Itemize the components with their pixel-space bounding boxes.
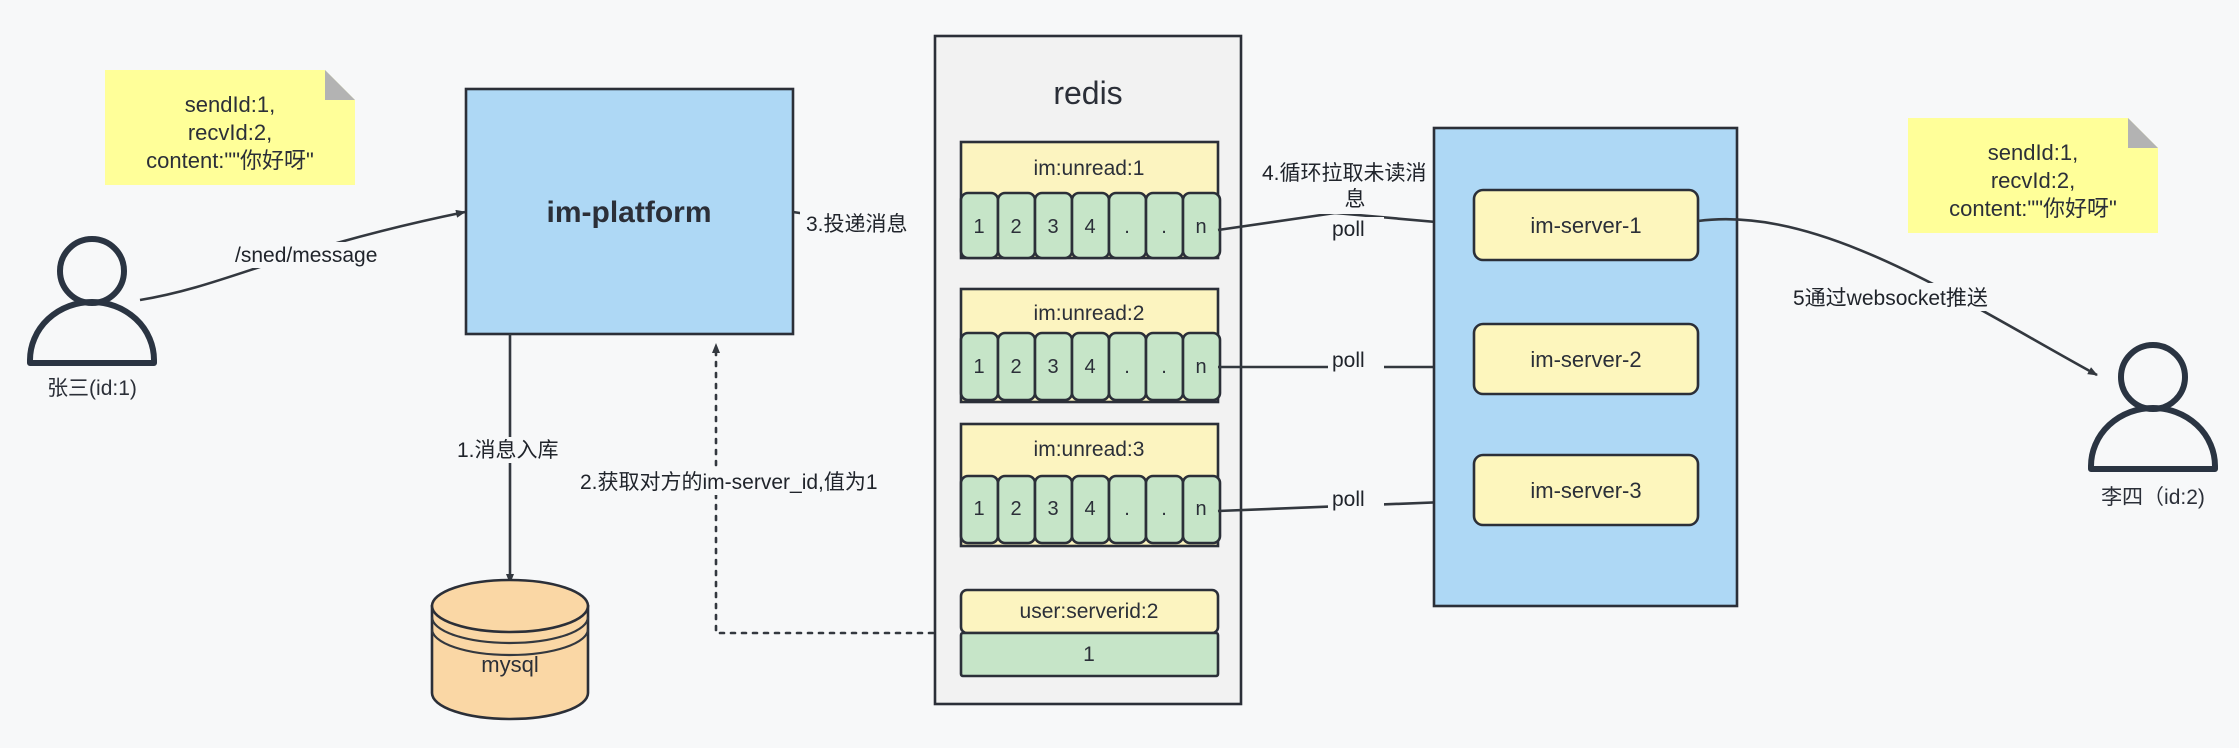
redis-cell-0-5: .	[1161, 216, 1167, 238]
redis-cell-0-3: 4	[1084, 216, 1095, 238]
redis-entry-value: 1	[1083, 643, 1095, 666]
edge-serverid-to-platform	[712, 342, 957, 635]
redis-key-block-0[interactable]: im:unread:1 1 2 3 4 . . n	[959, 140, 1222, 260]
redis-cell-2-1: 2	[1010, 498, 1021, 520]
redis-cell-1-3: 4	[1084, 356, 1095, 378]
redis-entry-user-serverid[interactable]: user:serverid:2 1	[959, 588, 1220, 678]
note-right-line-3: content:""你好呀"	[1949, 196, 2117, 221]
redis-cell-1-5: .	[1161, 356, 1167, 378]
redis-cell-0-0: 1	[973, 216, 984, 238]
redis-cell-0-1: 2	[1010, 216, 1021, 238]
redis-panel-title: redis	[1053, 75, 1122, 111]
redis-cell-1-6: n	[1195, 356, 1206, 378]
redis-cell-2-2: 3	[1047, 498, 1058, 520]
redis-cells-2: 1 2 3 4 . . n	[959, 474, 1222, 545]
edge-label-bg-step3	[800, 210, 940, 236]
im-server-3-label: im-server-3	[1530, 478, 1641, 503]
note-right-line-1: sendId:1,	[1988, 140, 2079, 165]
actor-receiver-label: 李四（id:2)	[2101, 486, 2205, 509]
redis-key-label-0: im:unread:1	[1034, 157, 1145, 180]
node-im-server-1[interactable]: im-server-1	[1472, 188, 1700, 262]
redis-cell-0-2: 3	[1047, 216, 1058, 238]
edge-label-poll-2: poll	[1332, 349, 1365, 372]
note-left-line-2: recvId:2,	[188, 120, 272, 145]
edge-label-bg-step4	[1255, 158, 1465, 214]
redis-cell-2-4: .	[1124, 498, 1130, 520]
redis-cell-1-2: 3	[1047, 356, 1058, 378]
im-server-2-label: im-server-2	[1530, 347, 1641, 372]
edge-label-bg-step2	[575, 467, 867, 495]
edge-label-send-message: /sned/message	[235, 244, 377, 267]
redis-cells-1: 1 2 3 4 . . n	[959, 331, 1222, 402]
redis-cell-1-0: 1	[973, 356, 984, 378]
edge-label-step4-line2: 息	[1345, 188, 1366, 211]
redis-key-label-2: im:unread:3	[1034, 438, 1145, 461]
redis-cell-0-6: n	[1195, 216, 1206, 238]
redis-cell-0-4: .	[1124, 216, 1130, 238]
redis-key-block-2[interactable]: im:unread:3 1 2 3 4 . . n	[959, 422, 1222, 548]
note-right-line-2: recvId:2,	[1991, 168, 2075, 193]
redis-entry-key: user:serverid:2	[1020, 600, 1159, 623]
edge-label-bg-step5	[1788, 283, 2013, 311]
redis-key-label-1: im:unread:2	[1034, 302, 1145, 325]
edge-label-step3: 3.投递消息	[806, 213, 908, 236]
edge-label-poll-3: poll	[1332, 488, 1365, 511]
edge-label-step5: 5通过websocket推送	[1793, 287, 1988, 310]
im-platform-label: im-platform	[547, 196, 712, 229]
redis-cell-1-4: .	[1124, 356, 1130, 378]
node-im-server-2[interactable]: im-server-2	[1472, 322, 1700, 396]
message-payload-note-right: sendId:1, recvId:2, content:""你好呀"	[1908, 118, 2158, 233]
node-im-server-3[interactable]: im-server-3	[1472, 453, 1700, 527]
edge-label-step1: 1.消息入库	[457, 439, 559, 462]
edge-label-bg-poll3	[1328, 487, 1384, 511]
redis-cells-0: 1 2 3 4 . . n	[959, 191, 1222, 260]
im-server-1-label: im-server-1	[1530, 213, 1641, 238]
message-payload-note-left: sendId:1, recvId:2, content:""你好呀"	[105, 70, 355, 185]
edge-server1-to-receiver	[1697, 217, 2098, 377]
redis-cell-2-0: 1	[973, 498, 984, 520]
edge-label-bg-send	[228, 242, 386, 268]
redis-cell-2-3: 4	[1084, 498, 1095, 520]
edge-label-step4-line1: 4.循环拉取未读消	[1262, 162, 1427, 185]
edge-label-bg-step1	[452, 437, 582, 463]
redis-cell-1-1: 2	[1010, 356, 1021, 378]
note-left-line-3: content:""你好呀"	[146, 148, 314, 173]
redis-cell-2-5: .	[1161, 498, 1167, 520]
note-left-line-1: sendId:1,	[185, 92, 276, 117]
edge-label-bg-poll1	[1328, 217, 1384, 241]
actor-sender: 张三(id:1)	[27, 236, 157, 400]
redis-key-block-1[interactable]: im:unread:2 1 2 3 4 . . n	[959, 287, 1222, 404]
mysql-label: mysql	[481, 652, 538, 677]
node-im-platform[interactable]: im-platform	[464, 87, 795, 336]
redis-cell-2-6: n	[1195, 498, 1206, 520]
node-mysql-database[interactable]: mysql	[430, 578, 590, 721]
edge-label-poll-1: poll	[1332, 218, 1365, 241]
edge-label-bg-poll2	[1328, 348, 1384, 372]
actor-receiver: 李四（id:2)	[2088, 342, 2218, 509]
actor-sender-label: 张三(id:1)	[47, 377, 137, 400]
edge-label-step2: 2.获取对方的im-server_id,值为1	[580, 471, 878, 494]
